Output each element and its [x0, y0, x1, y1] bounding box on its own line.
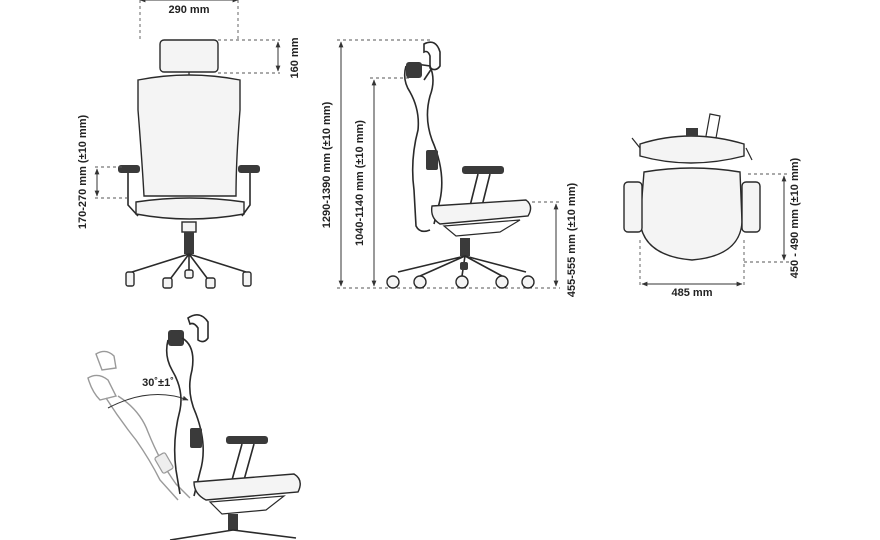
headrest [423, 41, 441, 71]
left-armrest-post [127, 173, 139, 217]
right-armrest-post [241, 173, 251, 217]
armrest-pad [226, 436, 268, 444]
seat [193, 473, 301, 501]
gas-lift [460, 238, 470, 256]
backrest-top [639, 135, 745, 164]
headrest-mount [686, 128, 698, 136]
armrest-pad [462, 166, 504, 174]
armrest-post [469, 173, 491, 207]
backrest-height-label: 1040-1140 mm (±10 mm) [354, 120, 366, 246]
seat [135, 197, 245, 220]
right-armrest-pad [238, 165, 260, 173]
seat-top [639, 167, 743, 261]
gas-lift [184, 232, 194, 254]
headrest [159, 39, 219, 73]
side-view-chair [337, 39, 560, 289]
seat-mechanism [181, 221, 197, 233]
left-armrest-top [623, 181, 643, 233]
seat-mechanism [208, 495, 286, 515]
lumbar-support [426, 150, 438, 170]
backrest-rear [181, 337, 204, 497]
armrest-height-label: 170-270 mm (±10 mm) [77, 115, 89, 230]
headrest-bracket [705, 113, 721, 139]
seat-width-label: 485 mm [672, 287, 713, 299]
recline-view-chair [87, 314, 301, 540]
seat [430, 199, 532, 225]
five-star-base [131, 253, 247, 283]
lumbar-support [190, 428, 202, 448]
seat-mechanism [442, 219, 521, 237]
backrest [137, 74, 241, 197]
reclined-backrest-ghost [87, 350, 191, 501]
headrest-width-label: 290 mm [169, 4, 210, 16]
headrest-height-label: 160 mm [289, 37, 301, 78]
five-star-base [169, 529, 297, 540]
front-view-chair [94, 0, 281, 289]
left-armrest-pad [118, 165, 140, 173]
total-height-label: 1290-1390 mm (±10 mm) [321, 101, 333, 228]
right-armrest-top [741, 181, 761, 233]
recline-angle-label: 30˚±1˚ [142, 377, 174, 389]
seat-height-label: 455-555 mm (±10 mm) [566, 183, 578, 298]
backrest-frame [165, 339, 182, 495]
gas-lift [228, 514, 238, 530]
casters [125, 269, 252, 289]
top-view-chair [623, 113, 790, 288]
armrest-bracket [631, 137, 753, 161]
backrest-rear [415, 63, 443, 225]
backrest-frame [403, 65, 431, 233]
seat-depth-label: 450 - 490 mm (±10 mm) [789, 157, 801, 278]
backrest-top-bracket [168, 330, 184, 346]
armrest-post [231, 443, 255, 481]
headrest [187, 314, 209, 343]
casters [386, 262, 535, 289]
backrest-top-bracket [406, 62, 422, 78]
